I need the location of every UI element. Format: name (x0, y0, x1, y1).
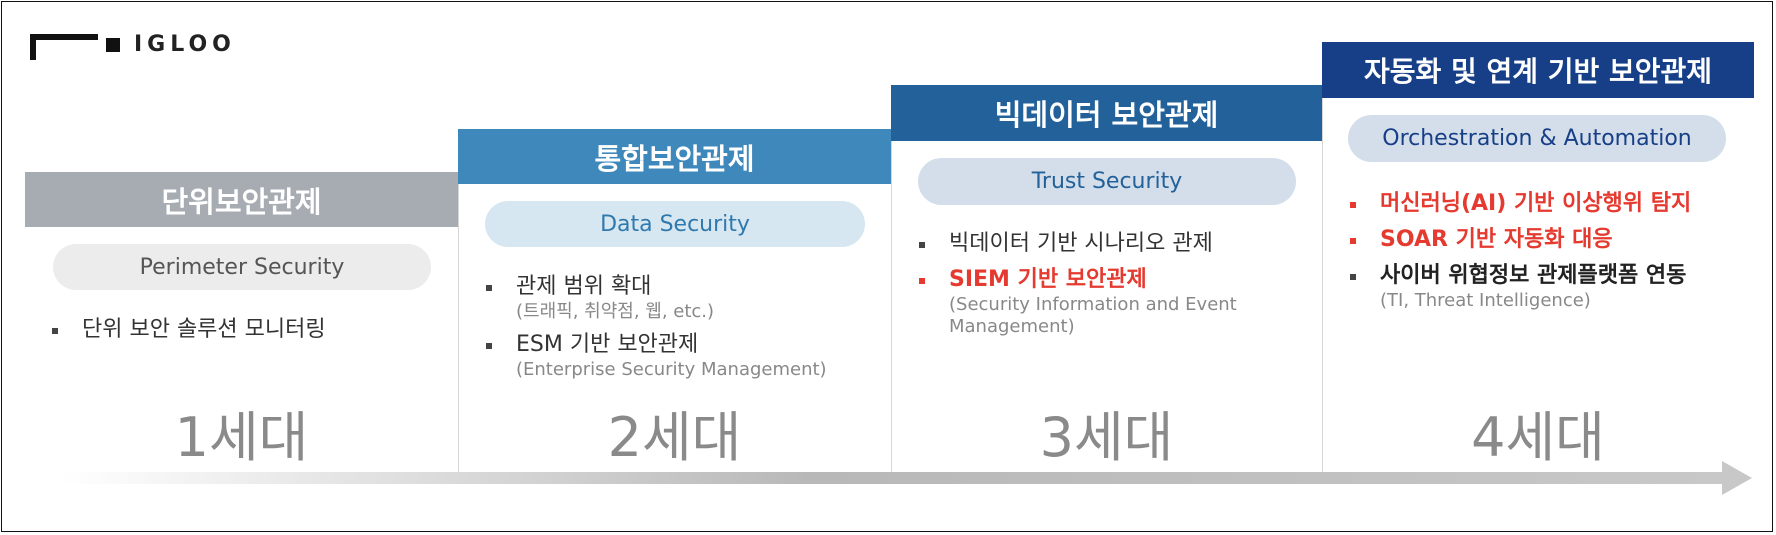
generation-2-header: 통합보안관제 (458, 129, 891, 184)
bullet-subtext: (TI, Threat Intelligence) (1380, 290, 1591, 311)
bullet-item: 단위 보안 솔루션 모니터링 (50, 316, 450, 344)
generation-2-pill: Data Security (485, 201, 865, 247)
bullet-marker (919, 242, 925, 248)
bullet-text: 관제 범위 확대 (516, 274, 652, 299)
generation-3-header: 빅데이터 보안관제 (891, 85, 1322, 141)
bullet-marker (919, 278, 925, 284)
bullet-marker (486, 343, 492, 349)
generation-2-label: 2세대 (607, 406, 742, 469)
bullet-text: 머신러닝(AI) 기반 이상행위 탐지 (1380, 191, 1692, 216)
bullet-item-highlight: 머신러닝(AI) 기반 이상행위 탐지 (1348, 190, 1754, 218)
bullet-text: ESM 기반 보안관제 (516, 332, 699, 357)
column-divider (458, 177, 459, 472)
bullet-text: 빅데이터 기반 시나리오 관제 (949, 231, 1213, 256)
bullet-subtext: (트래픽, 취약점, 웹, etc.) (516, 301, 715, 322)
generation-3-bullets: 빅데이터 기반 시나리오 관제 SIEM 기반 보안관제 (Security I… (917, 230, 1317, 346)
bullet-marker (486, 285, 492, 291)
bullet-text: SIEM 기반 보안관제 (949, 267, 1147, 292)
bullet-item-highlight: SIEM 기반 보안관제 (Security Information and E… (917, 266, 1317, 338)
bullet-marker (52, 328, 58, 334)
generation-3-pill: Trust Security (918, 158, 1296, 205)
generation-3-label: 3세대 (1039, 406, 1174, 469)
bullet-text: SOAR 기반 자동화 대응 (1380, 227, 1613, 252)
generation-4-bullets: 머신러닝(AI) 기반 이상행위 탐지 SOAR 기반 자동화 대응 사이버 위… (1348, 190, 1754, 320)
bullet-marker (1350, 202, 1356, 208)
timeline-arrow-shaft (62, 472, 1727, 484)
logo-text: IGLOO (134, 32, 236, 57)
bullet-marker (1350, 238, 1356, 244)
bullet-item-highlight: SOAR 기반 자동화 대응 (1348, 226, 1754, 254)
bullet-item: 관제 범위 확대 (트래픽, 취약점, 웹, etc.) (484, 273, 884, 323)
generation-4-column: 자동화 및 연계 기반 보안관제 Orchestration & Automat… (1322, 42, 1754, 472)
generation-2-bullets: 관제 범위 확대 (트래픽, 취약점, 웹, etc.) ESM 기반 보안관제… (484, 273, 884, 389)
generation-1-column: 단위보안관제 Perimeter Security 단위 보안 솔루션 모니터링… (25, 172, 458, 472)
generation-1-label: 1세대 (174, 406, 309, 469)
generation-3-column: 빅데이터 보안관제 Trust Security 빅데이터 기반 시나리오 관제… (891, 85, 1322, 472)
generation-1-bullets: 단위 보안 솔루션 모니터링 (50, 316, 450, 352)
timeline-arrow-head (1722, 461, 1752, 495)
generation-4-header: 자동화 및 연계 기반 보안관제 (1322, 42, 1754, 98)
bullet-item: 빅데이터 기반 시나리오 관제 (917, 230, 1317, 258)
bullet-text: 단위 보안 솔루션 모니터링 (82, 317, 326, 342)
column-divider (891, 132, 892, 472)
generation-1-pill: Perimeter Security (53, 244, 431, 290)
bullet-subtext: (Enterprise Security Management) (516, 359, 827, 380)
column-divider (1322, 92, 1323, 472)
generation-4-pill: Orchestration & Automation (1348, 115, 1726, 162)
bullet-text: 사이버 위협정보 관제플랫폼 연동 (1380, 263, 1687, 288)
timeline-arrow (62, 461, 1752, 495)
generation-1-header: 단위보안관제 (25, 172, 458, 227)
bullet-item: 사이버 위협정보 관제플랫폼 연동 (TI, Threat Intelligen… (1348, 262, 1754, 312)
bullet-marker (1350, 274, 1356, 280)
bullet-item: ESM 기반 보안관제 (Enterprise Security Managem… (484, 331, 884, 381)
igloo-logo-mark (30, 34, 120, 60)
bullet-subtext: (Security Information and Event Manageme… (949, 294, 1237, 337)
generation-2-column: 통합보안관제 Data Security 관제 범위 확대 (트래픽, 취약점,… (458, 129, 891, 472)
generation-4-label: 4세대 (1471, 406, 1605, 469)
